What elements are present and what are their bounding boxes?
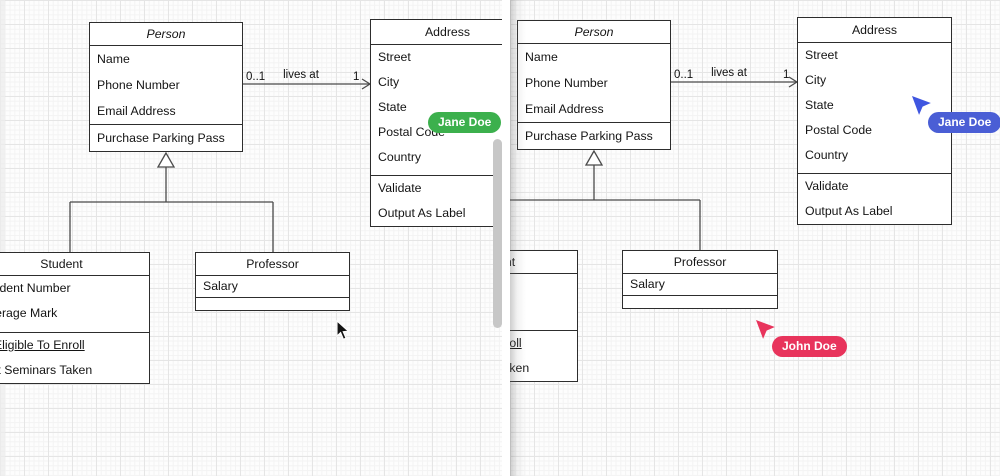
attribute: Postal Code (378, 125, 445, 139)
class-student[interactable]: Student Student Number Average Mark Is E… (510, 250, 578, 382)
mouse-cursor-icon (336, 320, 350, 340)
method: Purchase Parking Pass (97, 131, 225, 145)
empty-method-section (623, 296, 777, 308)
collaborator-badge-john: John Doe (772, 336, 847, 357)
collaborator-badge-jane: Jane Doe (928, 112, 1000, 133)
attribute: State (378, 100, 407, 114)
association-label: lives at (711, 67, 747, 79)
method: Is Eligible To Enroll (0, 338, 85, 352)
class-person[interactable]: Person Name Phone Number Email Address P… (89, 22, 243, 152)
method: Purchase Parking Pass (525, 129, 653, 143)
collaborator-badge-jane: Jane Doe (428, 112, 502, 133)
attribute: Email Address (97, 104, 176, 118)
multiplicity-target: 1 (353, 71, 360, 83)
vertical-scrollbar-thumb[interactable] (493, 139, 502, 328)
attribute: Country (378, 150, 422, 164)
right-diagram-view[interactable]: 0..1 lives at 1 Person Name Phone Number… (510, 0, 1000, 476)
attribute: City (805, 73, 827, 87)
attribute: Email Address (525, 102, 604, 116)
attribute: State (805, 98, 834, 112)
class-title: Student (510, 255, 516, 269)
class-title: Address (851, 23, 898, 37)
attribute: Average Mark (0, 306, 58, 320)
left-panel-edge (0, 0, 5, 476)
attribute: Street (378, 50, 411, 64)
multiplicity-target: 1 (783, 69, 790, 81)
method: Get Seminars Taken (510, 361, 530, 375)
method: Validate (378, 181, 422, 195)
class-person[interactable]: Person Name Phone Number Email Address P… (517, 20, 671, 150)
inheritance-connector (510, 149, 701, 250)
left-diagram-view[interactable]: 0..1 lives at 1 Person Name Phone Number… (0, 0, 502, 476)
method: Output As Label (378, 206, 466, 220)
multiplicity-source: 0..1 (246, 71, 266, 83)
attribute: Student Number (0, 281, 71, 295)
class-title: Address (424, 25, 471, 39)
attribute: Street (805, 48, 838, 62)
collaborator-cursor-john-icon (756, 320, 775, 339)
attribute: City (378, 75, 400, 89)
class-address[interactable]: Address Street City State Postal Code Co… (797, 17, 952, 225)
attribute: Phone Number (97, 78, 180, 92)
class-title: Professor (673, 255, 727, 269)
attribute: Average Mark (510, 299, 577, 324)
class-title: Student (40, 257, 83, 271)
class-title: Person (146, 27, 186, 41)
association-label: lives at (283, 69, 319, 81)
class-title: Professor (246, 257, 299, 271)
inheritance-connector (69, 151, 274, 252)
method: Get Seminars Taken (0, 363, 93, 377)
collaborator-cursor-jane-icon (912, 96, 931, 115)
empty-method-section (196, 298, 349, 310)
attribute: Student Number (510, 274, 577, 299)
class-professor[interactable]: Professor Salary (195, 252, 350, 311)
attribute: Salary (203, 279, 238, 293)
method: Is Eligible To Enroll (510, 336, 522, 350)
attribute: Name (525, 50, 558, 64)
attribute: Salary (630, 277, 665, 291)
attribute: Country (805, 148, 849, 162)
attribute: Phone Number (525, 76, 608, 90)
multiplicity-source: 0..1 (674, 69, 694, 81)
method: Validate (805, 179, 849, 193)
class-title: Person (574, 25, 614, 39)
attribute: Postal Code (805, 123, 872, 137)
attribute: Name (97, 52, 130, 66)
method: Output As Label (805, 204, 893, 218)
class-professor[interactable]: Professor Salary (622, 250, 778, 309)
class-student[interactable]: Student Student Number Average Mark Is E… (0, 252, 150, 384)
